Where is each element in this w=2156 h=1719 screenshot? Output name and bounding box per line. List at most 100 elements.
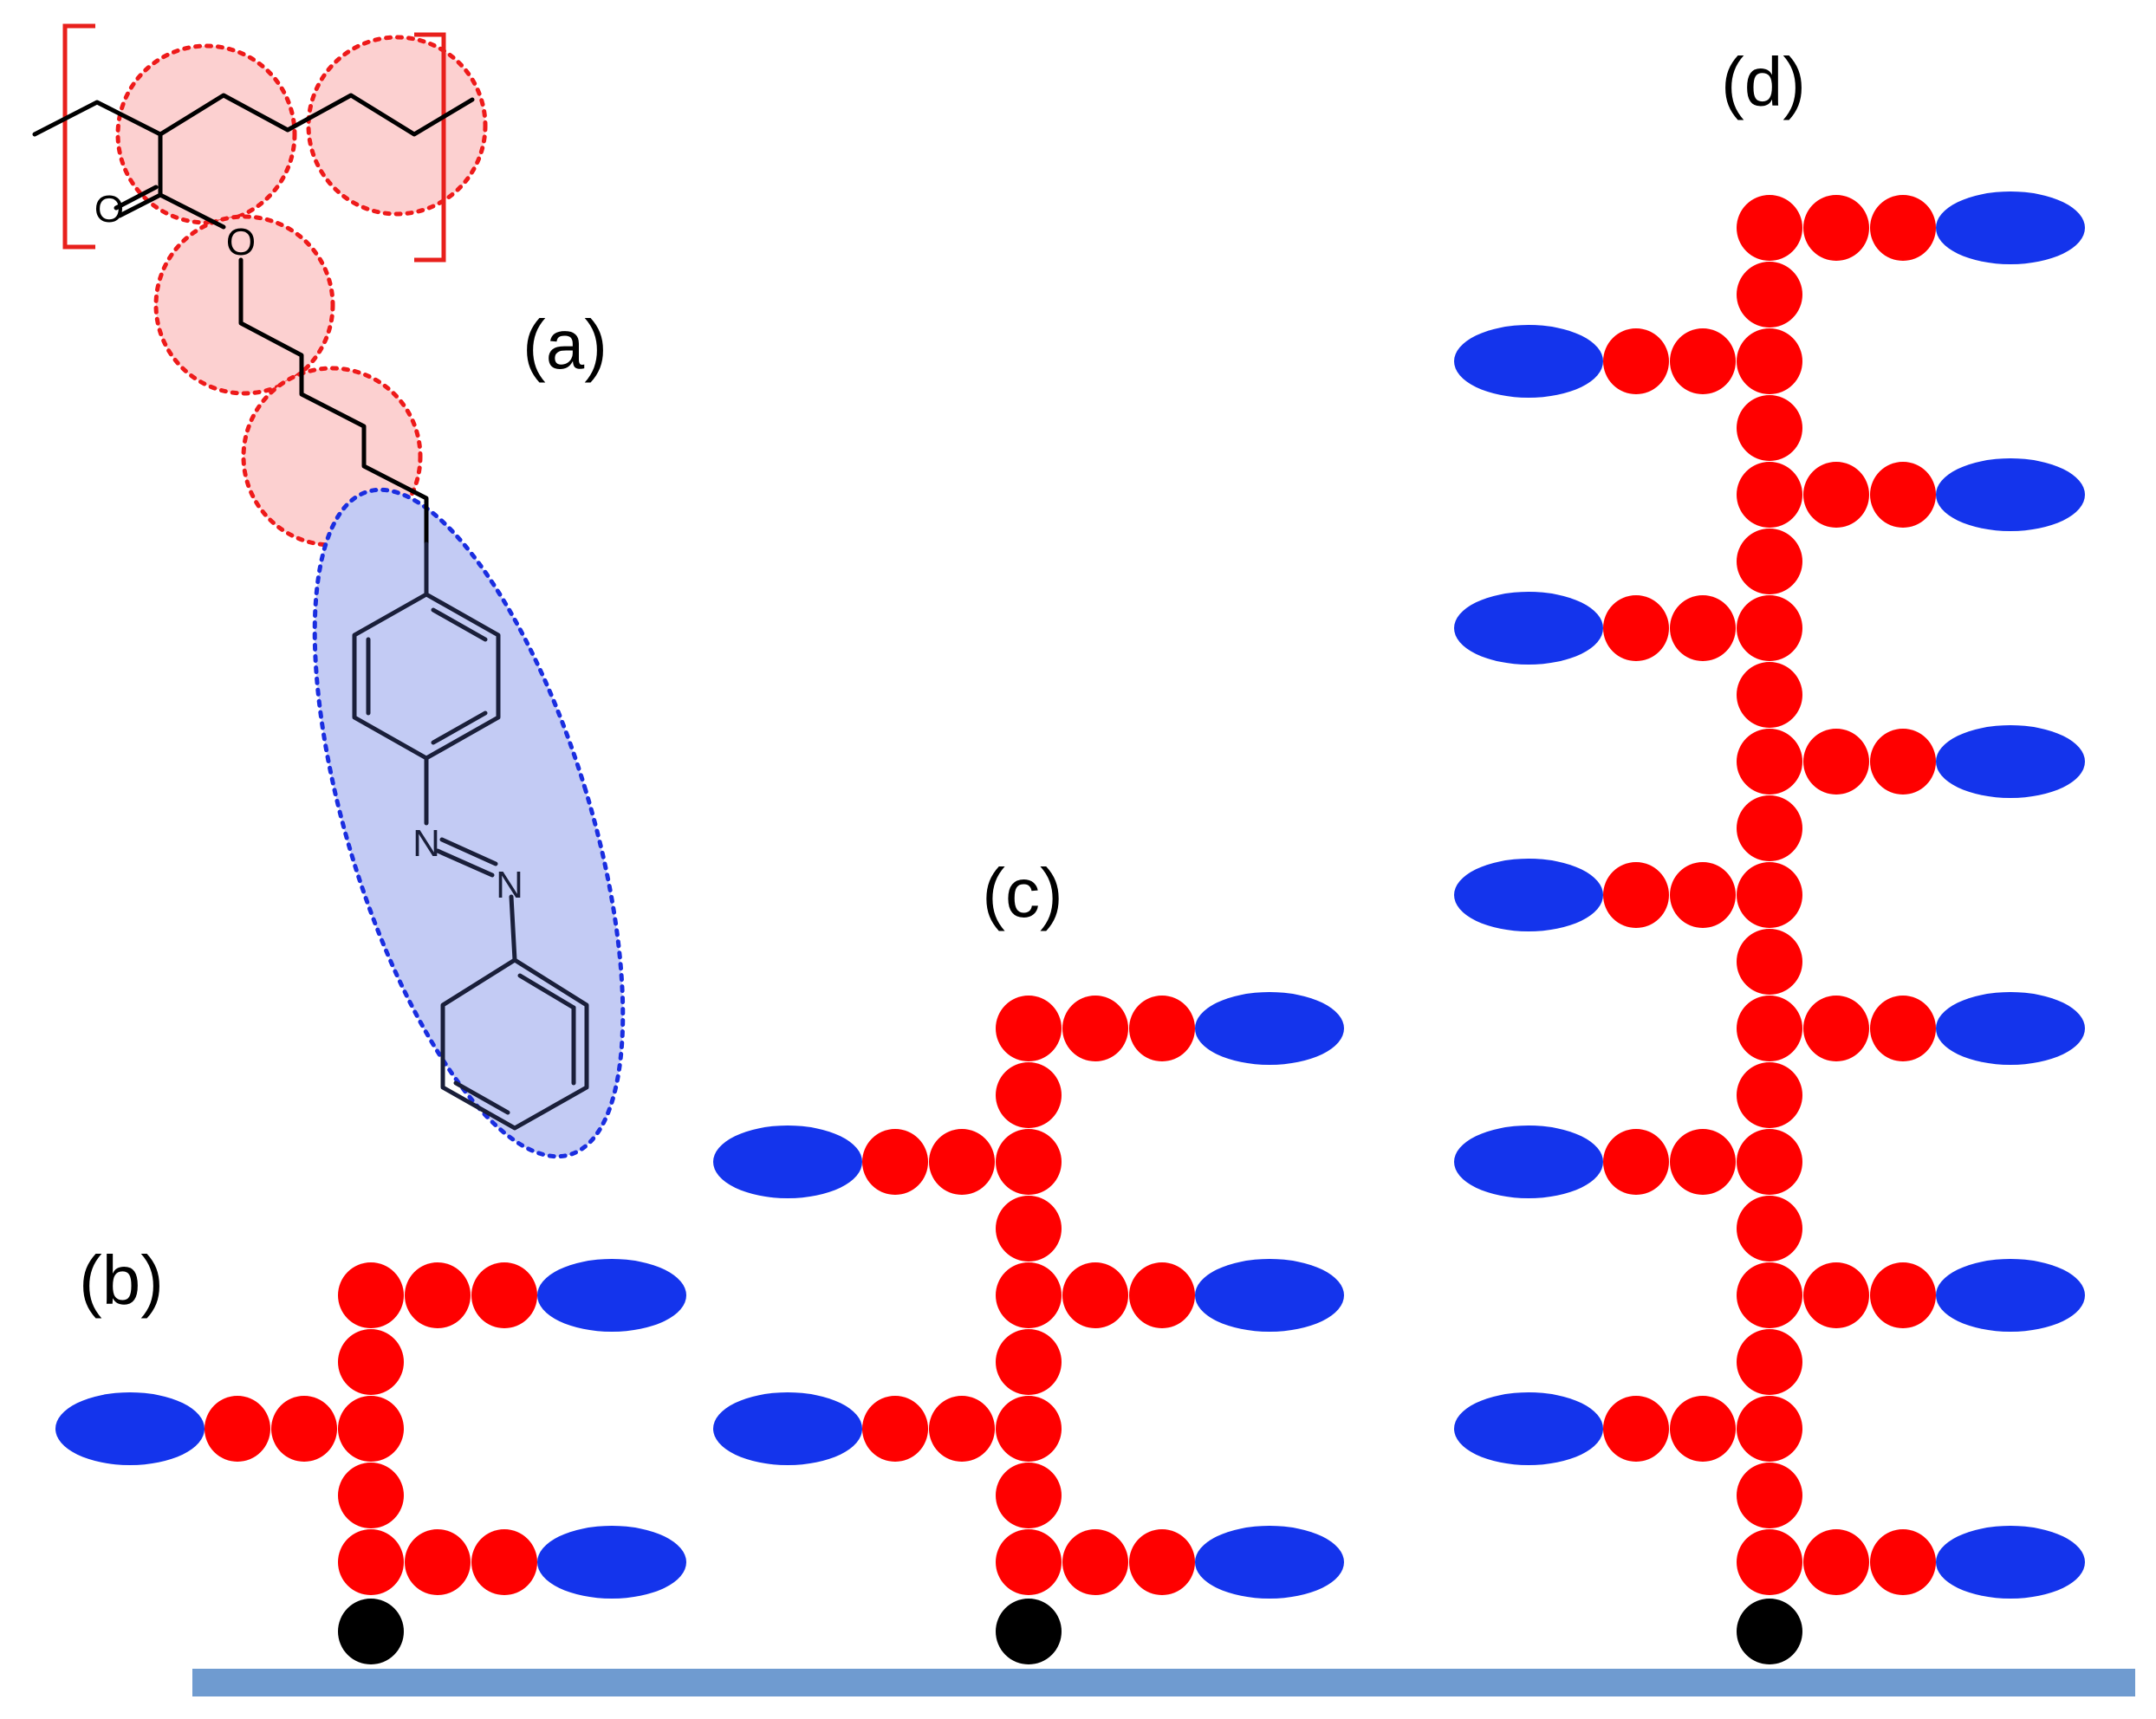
panel-label-a: (a) bbox=[523, 306, 607, 383]
skeletal-bonds bbox=[32, 93, 475, 547]
spacer-bead bbox=[471, 1529, 537, 1595]
left-bracket bbox=[62, 23, 95, 250]
backbone-bead bbox=[1737, 729, 1802, 795]
spacer-bead bbox=[1870, 462, 1936, 528]
right-bracket bbox=[414, 32, 446, 263]
backbone-bead bbox=[1737, 195, 1802, 261]
spacer-bead bbox=[1803, 996, 1869, 1061]
backbone-bead bbox=[1737, 462, 1802, 528]
backbone-bead bbox=[338, 1329, 404, 1395]
spacer-bead bbox=[1129, 996, 1195, 1061]
mesogen-ellipse bbox=[1936, 992, 2085, 1065]
backbone-bead bbox=[996, 1396, 1062, 1462]
backbone-bead bbox=[1737, 929, 1802, 995]
mesogen-ellipse bbox=[537, 1259, 686, 1332]
backbone-bead bbox=[1737, 262, 1802, 328]
backbone-bead bbox=[1737, 1196, 1802, 1262]
spacer-bead bbox=[929, 1396, 995, 1462]
spacer-bead bbox=[405, 1262, 471, 1328]
spacer-bead bbox=[405, 1529, 471, 1595]
azo-nitrogen-label-2: N bbox=[496, 864, 523, 906]
spacer-bead bbox=[1129, 1529, 1195, 1595]
backbone-bead bbox=[1737, 328, 1802, 394]
panel-c-coarse-grained-model bbox=[713, 992, 1344, 1664]
spacer-bead bbox=[1062, 1262, 1128, 1328]
backbone-bead bbox=[338, 1529, 404, 1595]
backbone-bead bbox=[996, 1196, 1062, 1262]
spacer-bead bbox=[1603, 328, 1669, 394]
spacer-bead bbox=[1803, 1529, 1869, 1595]
backbone-bead bbox=[1737, 595, 1802, 661]
backbone-bead bbox=[1737, 996, 1802, 1061]
mesogen-ellipse bbox=[1936, 1259, 2085, 1332]
substrate-surface bbox=[192, 1669, 2135, 1696]
spacer-bead bbox=[1803, 1262, 1869, 1328]
anchor-bead bbox=[1737, 1599, 1802, 1664]
spacer-bead bbox=[1670, 595, 1736, 661]
spacer-bead bbox=[1062, 1529, 1128, 1595]
backbone-bead bbox=[1737, 862, 1802, 928]
mesogen-ellipse bbox=[537, 1526, 686, 1599]
backbone-bead bbox=[338, 1262, 404, 1328]
mesogen-highlight-ellipse bbox=[312, 487, 626, 1159]
mesogen-ellipse bbox=[1454, 859, 1603, 931]
backbone-bead bbox=[1737, 1463, 1802, 1528]
mesogen-ellipse bbox=[1936, 725, 2085, 798]
mesogen-ellipse bbox=[1454, 325, 1603, 398]
spacer-bead bbox=[1603, 862, 1669, 928]
azo-nitrogen-label-1: N bbox=[412, 822, 440, 865]
backbone-bead bbox=[996, 1262, 1062, 1328]
backbone-bead bbox=[1737, 662, 1802, 728]
panel-b-coarse-grained-model bbox=[55, 1259, 686, 1664]
spacer-bead bbox=[471, 1262, 537, 1328]
anchor-bead bbox=[338, 1599, 404, 1664]
spacer-bead bbox=[1803, 195, 1869, 261]
backbone-bead bbox=[1737, 795, 1802, 861]
mesogen-ellipse bbox=[1936, 458, 2085, 531]
spacer-bead bbox=[862, 1129, 928, 1195]
backbone-bead bbox=[1737, 1329, 1802, 1395]
backbone-bead bbox=[338, 1463, 404, 1528]
panel-label-b: (b) bbox=[79, 1242, 164, 1319]
backbone-bead bbox=[996, 1529, 1062, 1595]
spacer-bead bbox=[1870, 996, 1936, 1061]
carbonyl-oxygen-label: O bbox=[94, 188, 124, 230]
backbone-bead bbox=[1737, 529, 1802, 594]
spacer-bead bbox=[1670, 862, 1736, 928]
backbone-bead bbox=[996, 1463, 1062, 1528]
spacer-bead bbox=[1870, 1529, 1936, 1595]
spacer-bead bbox=[1803, 462, 1869, 528]
bead-highlight-circle bbox=[115, 43, 297, 225]
panel-label-d: (d) bbox=[1721, 43, 1806, 120]
backbone-bead bbox=[1737, 1129, 1802, 1195]
spacer-bead bbox=[1129, 1262, 1195, 1328]
backbone-bead bbox=[996, 1129, 1062, 1195]
backbone-bead bbox=[338, 1396, 404, 1462]
spacer-bead bbox=[1670, 328, 1736, 394]
mesogen-ellipse bbox=[55, 1392, 205, 1465]
panel-label-c: (c) bbox=[982, 854, 1062, 931]
backbone-bead bbox=[1737, 1062, 1802, 1128]
mesogen-ellipse bbox=[713, 1125, 862, 1198]
spacer-bead bbox=[271, 1396, 337, 1462]
mesogen-ellipse bbox=[713, 1392, 862, 1465]
backbone-bead bbox=[1737, 1529, 1802, 1595]
spacer-bead bbox=[929, 1129, 995, 1195]
spacer-bead bbox=[1670, 1396, 1736, 1462]
spacer-bead bbox=[205, 1396, 270, 1462]
anchor-bead bbox=[996, 1599, 1062, 1664]
panel-a-chemical-structure: O O N N (a) bbox=[32, 23, 626, 1159]
spacer-bead bbox=[1670, 1129, 1736, 1195]
mesogen-ellipse bbox=[1195, 1526, 1344, 1599]
spacer-bead bbox=[1603, 1396, 1669, 1462]
panel-d-coarse-grained-model bbox=[1454, 191, 2085, 1664]
mesogen-ellipse bbox=[1454, 1125, 1603, 1198]
mesogen-ellipse bbox=[1454, 592, 1603, 665]
mesogen-ellipse bbox=[1195, 992, 1344, 1065]
mesogen-ellipse bbox=[1936, 191, 2085, 264]
spacer-highlight-group bbox=[115, 35, 488, 548]
backbone-bead bbox=[996, 1329, 1062, 1395]
spacer-bead bbox=[1870, 195, 1936, 261]
spacer-bead bbox=[1062, 996, 1128, 1061]
